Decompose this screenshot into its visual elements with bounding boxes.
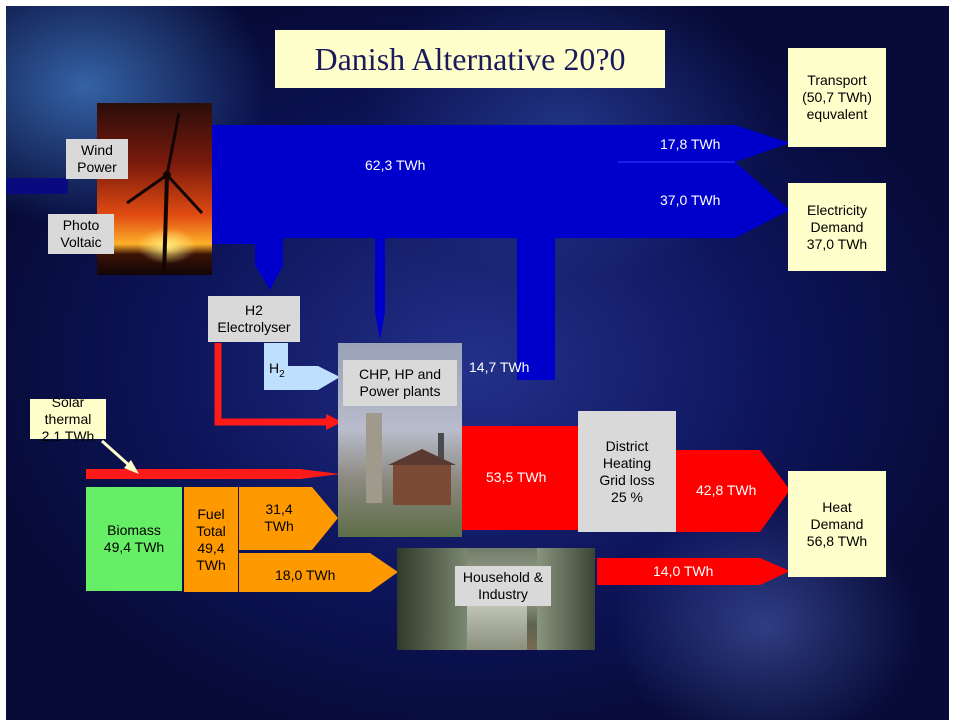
- h2-label-text: H: [269, 360, 280, 376]
- wind-turbine-icon: [126, 112, 204, 275]
- chp-roof: [388, 449, 456, 465]
- chp-building: [393, 463, 451, 505]
- transport-demand-box: Transport (50,7 TWh) equvalent: [788, 48, 886, 147]
- hydrogen-flows: [264, 343, 340, 390]
- fuel-flows: [239, 487, 398, 592]
- fuel-to-household-arrow: [239, 553, 398, 592]
- household-industry-photo: [397, 548, 595, 650]
- electricity-flows: [6, 125, 790, 380]
- heat-demand-box: Heat Demand 56,8 TWh: [788, 471, 886, 577]
- fuel-total-box: Fuel Total 49,4 TWh: [184, 487, 238, 592]
- electrolyser-box: H2 Electrolyser: [208, 296, 300, 342]
- solar-pointer-line: [101, 439, 131, 468]
- district-heating-box: District Heating Grid loss 25 %: [578, 411, 676, 532]
- h2-label-subscript: 2: [279, 368, 285, 380]
- household-heat-arrow: [597, 558, 790, 585]
- electricity-main-arrow: [212, 125, 790, 380]
- flow-label-to-transport: 17,8 TWh: [660, 136, 721, 152]
- photo-voltaic-label: Photo Voltaic: [48, 214, 114, 254]
- wind-input-line: [6, 178, 68, 194]
- household-industry-label: Household & Industry: [455, 566, 551, 606]
- flow-label-to-electricity: 37,0 TWh: [660, 192, 721, 208]
- chp-heat-arrow: [461, 426, 578, 530]
- district-heat-arrow: [676, 450, 790, 532]
- electrolyser-heat-head: [326, 414, 342, 430]
- flow-label-household-heat: 14,0 TWh: [653, 563, 714, 579]
- flow-label-fuel-to-chp: 31,4 TWh: [264, 501, 294, 534]
- h2-arrow: [264, 343, 340, 390]
- flow-label-fuel-to-household: 18,0 TWh: [275, 567, 336, 583]
- chp-chimney: [366, 413, 382, 503]
- biomass-box: Biomass 49,4 TWh: [86, 487, 182, 591]
- h2-label: H2: [269, 360, 285, 383]
- flow-label-chp-electricity: 14,7 TWh: [469, 359, 530, 375]
- flow-label-chp-heat: 53,5 TWh: [486, 469, 547, 485]
- corridor-floor: [467, 598, 527, 650]
- flow-label-district-heat: 42,8 TWh: [696, 482, 757, 498]
- solar-thermal-arrow: [86, 469, 340, 479]
- wind-turbine-photo: [97, 103, 212, 275]
- electricity-demand-box: Electricity Demand 37,0 TWh: [788, 183, 886, 271]
- wind-power-label: Wind Power: [66, 139, 128, 179]
- solar-pointer-head: [124, 460, 139, 474]
- page-title: Danish Alternative 20?0: [275, 30, 665, 88]
- electrolyser-heat-line: [214, 343, 330, 426]
- flow-label-renewable-electricity: 62,3 TWh: [365, 157, 426, 173]
- chp-label: CHP, HP and Power plants: [343, 360, 457, 406]
- solar-thermal-label: Solar thermal 2,1 TWh: [30, 394, 106, 444]
- fuel-to-chp-arrow: [239, 487, 338, 550]
- heat-flows: [86, 343, 790, 585]
- solar-pointer: [101, 439, 139, 474]
